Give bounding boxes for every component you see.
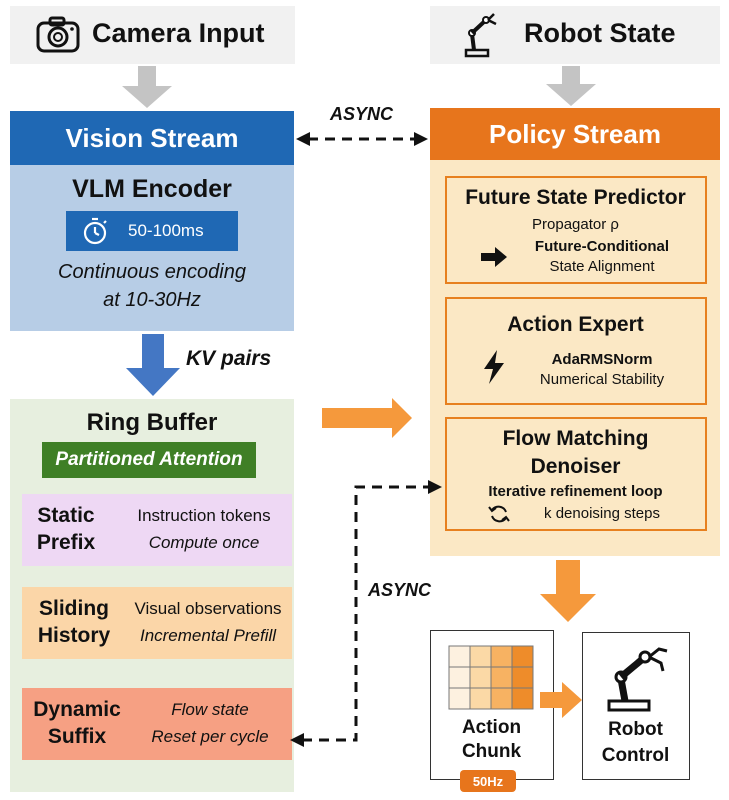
async-label-bottom: ASYNC xyxy=(368,580,432,600)
sliding-history-line2: Incremental Prefill xyxy=(139,626,277,645)
stopwatch-icon xyxy=(83,217,107,245)
fsp-line1: Propagator ρ xyxy=(532,216,619,233)
action-chunk-line1: Action xyxy=(461,717,522,738)
static-prefix-title-line2: Prefix xyxy=(36,531,96,554)
right-arrow-icon xyxy=(481,247,507,267)
sliding-history-title-line2: History xyxy=(37,624,111,647)
encoding-desc-line1: Continuous encoding xyxy=(58,261,246,283)
robot-state-label: Robot State xyxy=(524,18,676,48)
robot-arm-icon xyxy=(464,13,497,58)
lightning-icon xyxy=(484,350,504,384)
robot-control-line2: Control xyxy=(601,745,670,766)
robot-state-box: Robot State xyxy=(430,6,720,64)
ring-buffer-title: Ring Buffer xyxy=(86,409,218,436)
camera-icon xyxy=(36,16,80,53)
fsp-line2: Future-Conditional xyxy=(534,238,670,255)
camera-input-label: Camera Input xyxy=(92,18,265,48)
flow-matching-title-line2: Denoiser xyxy=(530,455,621,478)
flow-matching-line1: Iterative refinement loop xyxy=(488,483,663,500)
latency-text: 50-100ms xyxy=(128,221,204,240)
policy-down-arrow xyxy=(540,560,596,622)
sliding-history-block: Sliding History Visual observations Incr… xyxy=(22,587,292,659)
robot-control-line1: Robot xyxy=(608,719,663,740)
refresh-cycle-icon xyxy=(488,505,510,523)
flow-matching-line2: k denoising steps xyxy=(544,505,660,522)
static-prefix-line1: Instruction tokens xyxy=(137,506,271,525)
async-loop xyxy=(302,485,430,742)
kv-down-arrow xyxy=(126,334,180,396)
flow-matching-box: Flow Matching Denoiser Iterative refinem… xyxy=(445,417,707,531)
async-label-top: ASYNC xyxy=(330,104,394,124)
dynamic-suffix-title-line2: Suffix xyxy=(47,725,107,748)
vlm-encoder-box: VLM Encoder 50-100ms Continuous encoding… xyxy=(10,165,294,331)
static-prefix-line2: Compute once xyxy=(148,533,260,552)
static-prefix-title-line1: Static xyxy=(37,504,95,527)
robot-state-down-arrow xyxy=(546,66,596,106)
robot-control-box: Robot Control xyxy=(582,632,690,780)
action-expert-line2: Numerical Stability xyxy=(539,371,665,388)
action-chunk-box: Action Chunk xyxy=(430,630,554,780)
kv-pairs-label: KV pairs xyxy=(186,347,272,370)
action-expert-title: Action Expert xyxy=(507,313,644,336)
sliding-history-title-line1: Sliding xyxy=(39,597,109,620)
robot-control-icon xyxy=(607,647,668,712)
dynamic-suffix-title-line1: Dynamic xyxy=(33,698,121,721)
encoding-desc-line2: at 10-30Hz xyxy=(103,289,201,311)
static-prefix-block: Static Prefix Instruction tokens Compute… xyxy=(22,494,292,566)
chunk-to-control-arrow xyxy=(540,682,582,718)
action-expert-box: Action Expert AdaRMSNorm Numerical Stabi… xyxy=(445,297,707,405)
latency-badge: 50-100ms xyxy=(66,211,238,251)
sliding-history-line1: Visual observations xyxy=(134,599,282,618)
partitioned-attention-bar: Partitioned Attention xyxy=(42,442,256,478)
vision-stream-header: Vision Stream xyxy=(10,111,294,165)
action-grid-icon xyxy=(448,645,534,710)
dynamic-suffix-line2: Reset per cycle xyxy=(151,727,269,746)
fsp-line3: State Alignment xyxy=(549,258,655,275)
dynamic-suffix-line1: Flow state xyxy=(171,700,249,719)
dynamic-suffix-block: Dynamic Suffix Flow state Reset per cycl… xyxy=(22,688,292,760)
ring-to-policy-arrow xyxy=(322,398,412,438)
camera-down-arrow xyxy=(122,66,172,108)
rate-badge: 50Hz xyxy=(460,770,516,792)
fsp-title: Future State Predictor xyxy=(465,186,686,209)
policy-stream-header: Policy Stream xyxy=(430,108,720,160)
action-expert-line1: AdaRMSNorm xyxy=(551,351,653,368)
vlm-encoder-title: VLM Encoder xyxy=(72,174,232,203)
flow-matching-title-line1: Flow Matching xyxy=(502,427,649,450)
action-chunk-line2: Chunk xyxy=(461,741,522,762)
camera-input-box: Camera Input xyxy=(10,6,295,64)
ring-buffer-panel: Ring Buffer Partitioned Attention Static… xyxy=(10,399,294,792)
future-state-predictor-box: Future State Predictor Propagator ρ Futu… xyxy=(445,176,707,284)
